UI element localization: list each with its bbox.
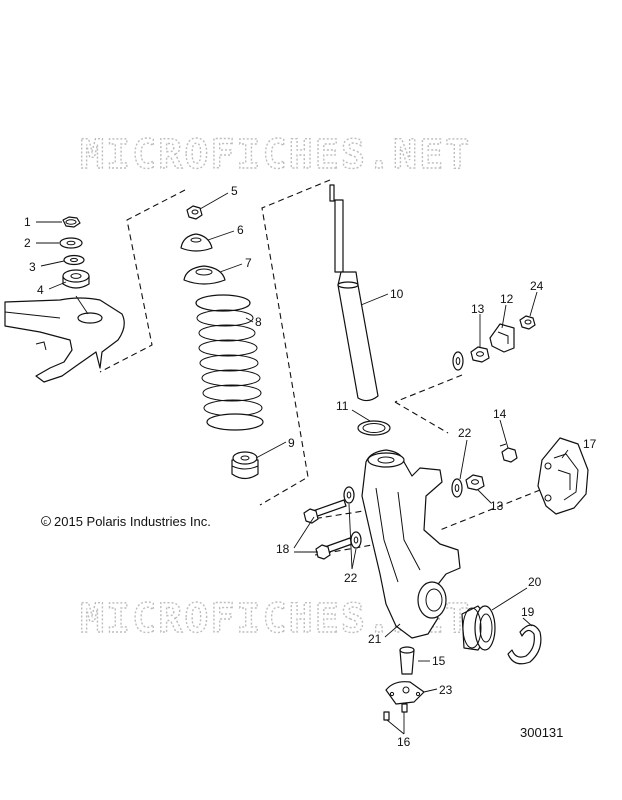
callout-19: 19 (521, 605, 535, 619)
part-seal-11 (357, 420, 391, 436)
leader-lines (36, 192, 569, 735)
part-spring-seat-7 (183, 265, 226, 285)
copyright-notice: c 2015 Polaris Industries Inc. (41, 514, 211, 529)
figure-number: 300131 (520, 725, 563, 740)
part-nut-5 (186, 205, 203, 220)
callout-3: 3 (29, 260, 36, 274)
part-ball-joint-plate-23 (385, 681, 425, 705)
part-bump-stop-9 (231, 451, 259, 480)
part-snap-ring-19 (507, 624, 542, 665)
part-bearing-20 (461, 605, 496, 651)
callout-5: 5 (231, 184, 238, 198)
callout-8: 8 (255, 315, 262, 329)
part-nut-13-lower (465, 474, 485, 491)
callout-12: 12 (500, 292, 514, 306)
part-bolt-14 (499, 443, 518, 463)
callout-10: 10 (390, 287, 404, 301)
part-screws-16 (383, 703, 408, 721)
part-washer-2 (59, 237, 83, 249)
part-shock-10 (329, 184, 379, 402)
part-bolt-18-lower (315, 537, 353, 560)
callout-6: 6 (237, 223, 244, 237)
copyright-text: 2015 Polaris Industries Inc. (54, 514, 211, 529)
dash-line-bracket-b (394, 401, 449, 434)
part-coil-spring-8 (195, 294, 264, 431)
callout-4: 4 (37, 283, 44, 297)
callout-2: 2 (24, 236, 31, 250)
part-cap-6 (180, 233, 213, 252)
dash-line-spring (259, 179, 331, 506)
part-washer-22-bolt-upper (343, 486, 355, 504)
part-upper-frame-mount (4, 297, 125, 383)
callout-14: 14 (493, 407, 507, 421)
copyright-symbol: c (44, 519, 48, 526)
dash-line-bracket (394, 374, 463, 403)
callout-22-upper: 22 (458, 426, 472, 440)
callout-16: 16 (397, 735, 411, 749)
callout-13-lower: 13 (490, 499, 504, 513)
copyright-circle-icon (41, 516, 51, 526)
callout-1: 1 (24, 215, 31, 229)
callout-20: 20 (528, 575, 542, 589)
callout-17: 17 (583, 437, 597, 451)
part-nut-1 (62, 216, 81, 228)
part-washer-3 (63, 254, 85, 266)
part-nut-13-upper (470, 346, 490, 363)
callout-9: 9 (288, 436, 295, 450)
callout-15: 15 (432, 654, 446, 668)
callout-18: 18 (276, 542, 290, 556)
part-ball-joint-15 (399, 646, 415, 675)
part-nut-24 (519, 315, 536, 330)
callout-7: 7 (245, 256, 252, 270)
part-caliper-17 (537, 437, 589, 515)
part-bolt-18-upper (303, 499, 347, 524)
callout-23: 23 (439, 683, 453, 697)
callout-24: 24 (530, 279, 544, 293)
part-washer-22-bolt-lower (350, 531, 362, 549)
dash-line-caliper (439, 489, 541, 531)
part-clip-12 (489, 323, 515, 353)
part-bushing-4 (62, 269, 90, 289)
part-washer-22-upper (452, 351, 464, 371)
callout-11: 11 (336, 399, 349, 413)
watermark-top: MICROFICHES.NET (80, 132, 471, 178)
part-washer-22-lower (451, 478, 463, 498)
part-knuckle-21 (361, 449, 461, 639)
callout-21: 21 (368, 632, 382, 646)
callout-22-lower: 22 (344, 571, 358, 585)
dash-line-upper-mount (99, 189, 186, 373)
callout-13-upper: 13 (471, 302, 485, 316)
